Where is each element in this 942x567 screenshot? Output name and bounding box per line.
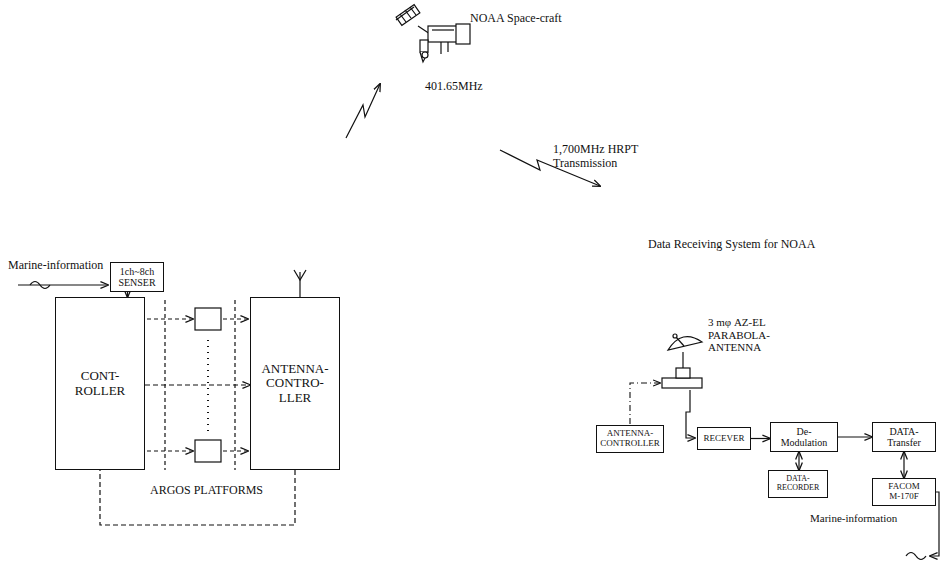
connector (903, 452, 904, 478)
data-transfer-box: DATA- Transfer (872, 422, 936, 452)
connector (145, 384, 250, 385)
rf-link (686, 390, 695, 438)
box-text: 1ch~8ch SENSER (114, 266, 160, 288)
box-text: ANTENNA- CONTRO- LLER (259, 362, 331, 405)
box-text: RECEVER (703, 434, 744, 444)
connector (838, 436, 872, 437)
connector (100, 470, 295, 525)
system-title: Data Receiving System for NOAA (648, 238, 815, 252)
computer-box: FACOM M-170F (872, 478, 936, 506)
control-link (630, 383, 660, 424)
parabola-antenna (662, 334, 702, 388)
uplink-signal (346, 84, 380, 138)
controller-box: CONT- ROLLER (55, 297, 145, 470)
antenna-controller-box: ANTENNA- CONTROLLER (596, 425, 664, 453)
frequency-label: 1,700MHz HRPT Transmission (553, 143, 668, 171)
receiver-box: RECEVER (697, 427, 751, 450)
box-text: ANTENNA- CONTROLLER (599, 429, 661, 449)
box-text: DATA- Transfer (875, 426, 933, 448)
antenna-label: 3 mφ AZ-EL PARABOLA-ANTENNA (708, 316, 818, 354)
box-text: FACOM M-170F (886, 482, 922, 502)
platform-label: ARGOS PLATFORMS (150, 484, 263, 498)
satellite-label: NOAA Space-craft (470, 12, 562, 26)
frequency-label: 401.65MHz (425, 80, 483, 94)
data-recorder-box: DATA- RECORDER (768, 470, 828, 498)
wave-symbol (906, 553, 926, 560)
box-text: CONT- ROLLER (70, 369, 130, 398)
input-wire (18, 284, 108, 285)
box-text: DATA- RECORDER (771, 475, 825, 493)
output-label: Marine-information (810, 512, 897, 525)
spacecraft (396, 5, 470, 62)
connector (798, 452, 799, 470)
antenna-symbol (294, 270, 306, 297)
connector (751, 438, 770, 439)
demodulation-box: De- Modulation (770, 422, 838, 452)
box-text: De- Modulation (774, 426, 834, 448)
sensor-box: 1ch~8ch SENSER (110, 262, 164, 292)
antenna-controller-box: ANTENNA- CONTRO- LLER (250, 297, 340, 470)
input-label: Marine-information (8, 259, 103, 273)
